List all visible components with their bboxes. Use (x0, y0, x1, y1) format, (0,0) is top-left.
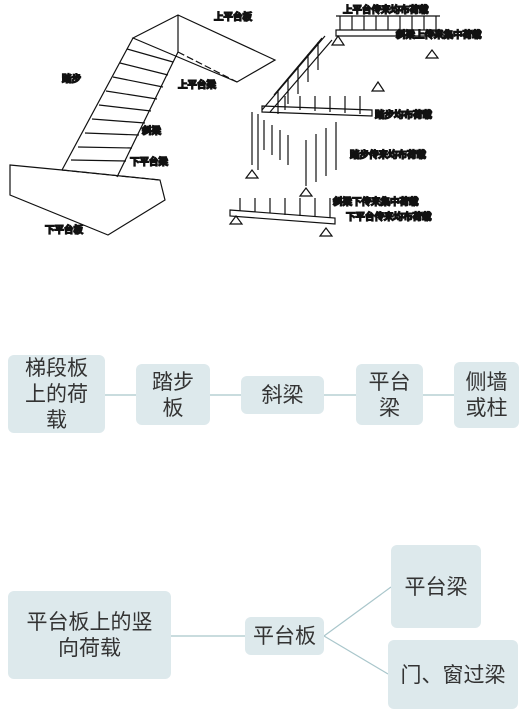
label-lower-beam: 下平台梁 (130, 156, 169, 168)
stair-flight-outline (61, 15, 179, 178)
label-stringer: 斜梁 (141, 125, 162, 137)
upper-platform-beam (335, 29, 443, 37)
flow1-node-platform-beam: 平台 梁 (356, 364, 423, 425)
flow1-node-stringer: 斜梁 (241, 376, 324, 414)
middle-step-beam (261, 105, 373, 117)
label-stringer-concentrated-lower: 斜梁下传来集中荷载 (332, 196, 419, 208)
middle-load-arrows (284, 96, 361, 114)
upper-supports (330, 34, 440, 59)
upper-stringer-load (273, 37, 323, 114)
upper-stringer-beam (261, 35, 333, 113)
label-lower-distributed-load: 下平台传来均布荷载 (346, 211, 432, 223)
label-stringer-concentrated-upper: 斜梁上传来集中荷载 (395, 29, 482, 41)
lower-supports (244, 169, 314, 197)
flow1-node-step-slab-line2: 板 (162, 395, 184, 420)
flow1-node-stair-slab-load-line1: 梯段板 (25, 356, 88, 380)
load-transfer-view: 上平台传来均布荷载 斜梁上传来集中荷载 踏步均布荷载 踏步传来均布荷载 斜梁下传… (228, 3, 483, 237)
flow1-node-wall-or-column-line1: 侧墙 (465, 370, 508, 394)
upper-beam-line (177, 51, 238, 83)
flow1-node-platform-beam-line1: 平台 (368, 369, 411, 394)
label-steps: 踏步 (62, 73, 82, 85)
flow2-node-platform-beam-line1: 平台梁 (404, 574, 468, 599)
flow1-node-step-slab: 踏步 板 (136, 364, 210, 425)
lower-beam-line (61, 169, 161, 181)
label-step-distributed-load: 踏步均布荷载 (375, 109, 433, 121)
flow1-node-stair-slab-load-line2: 上的荷 (25, 382, 88, 406)
flow1-node-wall-or-column-line2: 或柱 (465, 396, 508, 420)
flow2-node-platform-slab: 平台板 (245, 617, 324, 655)
upper-load-arrows (336, 15, 440, 30)
label-upper-slab: 上平台板 (214, 11, 253, 23)
lower-load-arrows (239, 198, 331, 218)
lower-stringer-load (263, 120, 289, 165)
label-step-transferred-load: 踏步传来均布荷载 (350, 149, 427, 161)
stair-structure-drawing: 上平台板 上平台梁 踏步 斜梁 下平台梁 下平台板 (9, 3, 483, 237)
flow1-node-stair-slab-load-line3: 载 (46, 408, 67, 432)
flow1-node-stringer-line1: 斜梁 (261, 383, 304, 407)
flow1-node-stair-slab-load: 梯段板 上的荷 载 (8, 355, 105, 433)
label-upper-distributed-load: 上平台传来均布荷载 (343, 4, 429, 16)
stair-perspective-view: 上平台板 上平台梁 踏步 斜梁 下平台梁 下平台板 (9, 10, 277, 237)
upper-slab-outline (131, 14, 277, 83)
flow1-node-wall-or-column: 侧墙 或柱 (454, 362, 519, 428)
flow1-node-platform-beam-line2: 梁 (379, 395, 400, 420)
flow2-node-platform-slab-line1: 平台板 (253, 624, 316, 648)
lower-supports-2 (228, 215, 334, 237)
flow2-node-platform-slab-load: 平台板上的竖 向荷载 (8, 591, 171, 679)
stair-treads (70, 48, 174, 162)
flow2-node-lintel: 门、窗过梁 (388, 640, 518, 709)
flow2-node-platform-beam: 平台梁 (391, 545, 481, 628)
label-lower-slab: 下平台板 (45, 224, 84, 236)
vertical-post-load (305, 122, 337, 186)
label-upper-beam: 上平台梁 (178, 79, 217, 91)
flow2-node-platform-slab-load-line2: 向荷载 (58, 636, 121, 660)
flow2-node-lintel-line1: 门、窗过梁 (400, 662, 506, 687)
flow1-node-step-slab-line1: 踏步 (152, 369, 194, 394)
middle-support (370, 80, 386, 92)
flow2-node-platform-slab-load-line1: 平台板上的竖 (26, 610, 153, 634)
lower-stringer-beam (251, 112, 259, 170)
